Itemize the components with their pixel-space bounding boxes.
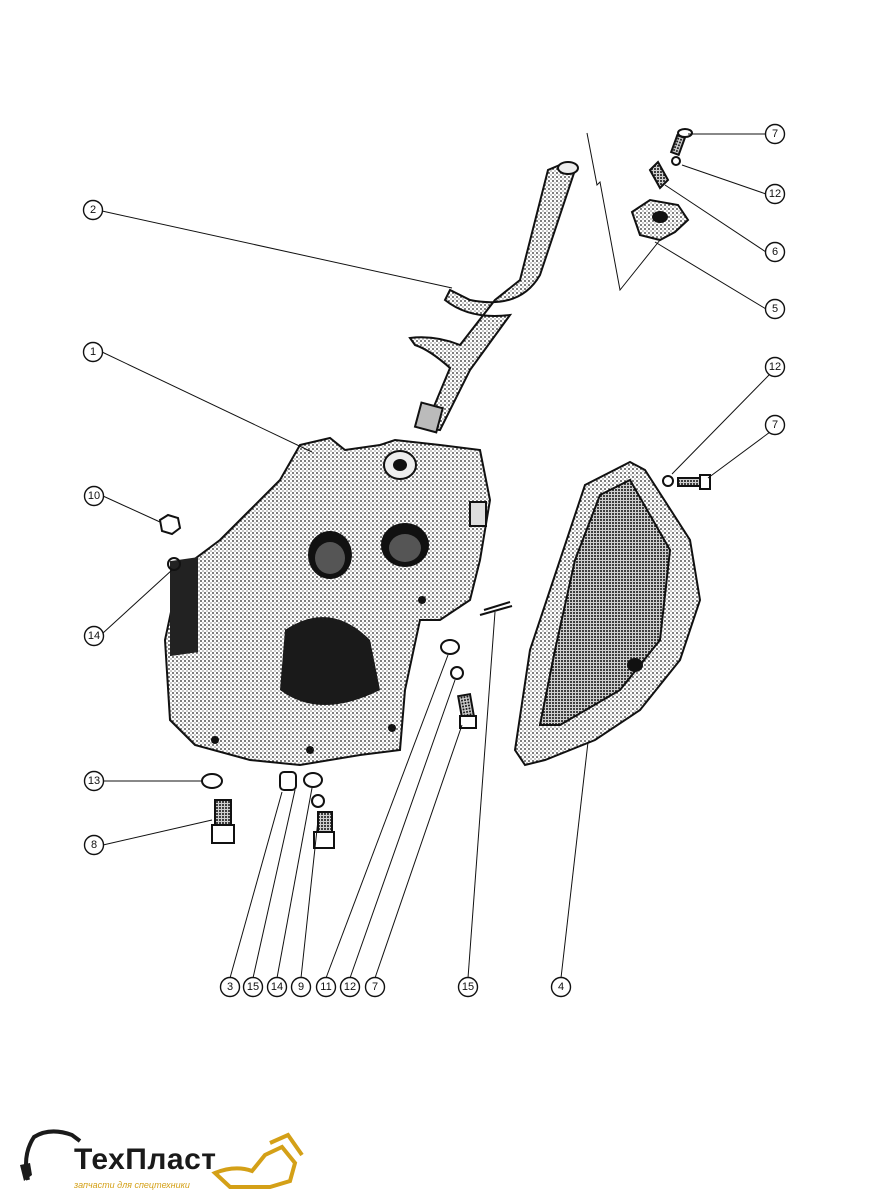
svg-text:15: 15: [462, 981, 474, 993]
svg-text:5: 5: [772, 303, 778, 315]
washer-mid-11: [440, 639, 460, 655]
svg-text:1: 1: [90, 346, 96, 358]
callout-10: 10: [83, 485, 105, 507]
svg-text:7: 7: [372, 981, 378, 993]
washer-13: [201, 773, 223, 789]
callout-12-top: 12: [764, 183, 786, 205]
svg-text:12: 12: [344, 981, 356, 993]
lock-washer-left: [167, 557, 181, 571]
callout-6: 6: [764, 241, 786, 263]
svg-text:7: 7: [772, 128, 778, 140]
svg-text:13: 13: [88, 775, 100, 787]
callout-13: 13: [83, 770, 105, 792]
callout-3-bottom: 3: [219, 976, 241, 998]
svg-text:14: 14: [271, 981, 283, 993]
cotter-pin: [479, 601, 513, 616]
callout-15-bottom-a: 15: [242, 976, 264, 998]
svg-text:12: 12: [769, 188, 781, 200]
svg-text:11: 11: [320, 981, 331, 993]
brand-logo: ТехПласт запчасти для спецтехники: [20, 1125, 310, 1195]
leader-lines: [101, 133, 771, 979]
callout-11-bottom: 11: [315, 976, 337, 998]
washer-14-bottom: [303, 772, 323, 788]
bolt-right: [677, 474, 711, 490]
bushing-3: [279, 771, 297, 791]
logo-tagline: запчасти для спецтехники: [74, 1180, 190, 1190]
callout-7-right: 7: [764, 414, 786, 436]
gearbox-housing: [163, 436, 492, 767]
washer-top: [671, 156, 681, 166]
side-cover: [513, 460, 702, 767]
excavator-icon: [20, 1129, 304, 1189]
logo-name: ТехПласт: [74, 1143, 217, 1176]
callout-5: 5: [764, 298, 786, 320]
svg-text:6: 6: [772, 246, 778, 258]
washer-right: [662, 475, 674, 487]
bolt-8: [211, 799, 235, 844]
svg-text:14: 14: [88, 630, 100, 642]
callout-14-bottom: 14: [266, 976, 288, 998]
callout-7-bottom: 7: [364, 976, 386, 998]
callout-12-bottom: 12: [339, 976, 361, 998]
bolt-top: [669, 128, 693, 157]
svg-text:2: 2: [90, 204, 96, 216]
shift-fork-rod: [408, 161, 579, 434]
svg-text:8: 8: [91, 839, 97, 851]
svg-text:9: 9: [298, 981, 304, 993]
bracket-part: [630, 198, 690, 242]
lock-washer-mid-12: [450, 666, 464, 680]
callout-14-left: 14: [83, 625, 105, 647]
bolt-bottom: [313, 811, 335, 849]
callout-1: 1: [82, 341, 104, 363]
nut-left: [158, 513, 182, 536]
callout-12-right: 12: [764, 356, 786, 378]
callout-15-bottom-b: 15: [457, 976, 479, 998]
svg-text:4: 4: [558, 981, 564, 993]
svg-text:10: 10: [88, 490, 100, 502]
break-line: [586, 132, 661, 292]
bolt-mid-7: [457, 692, 477, 729]
svg-text:15: 15: [247, 981, 259, 993]
callout-4-bottom: 4: [550, 976, 572, 998]
svg-text:12: 12: [769, 361, 781, 373]
callout-2: 2: [82, 199, 104, 221]
callout-9-bottom: 9: [290, 976, 312, 998]
stud-part: [648, 160, 670, 190]
callout-7-top: 7: [764, 123, 786, 145]
lock-washer-9: [311, 794, 325, 808]
callout-8: 8: [83, 834, 105, 856]
svg-text:3: 3: [227, 981, 233, 993]
svg-text:7: 7: [772, 419, 778, 431]
